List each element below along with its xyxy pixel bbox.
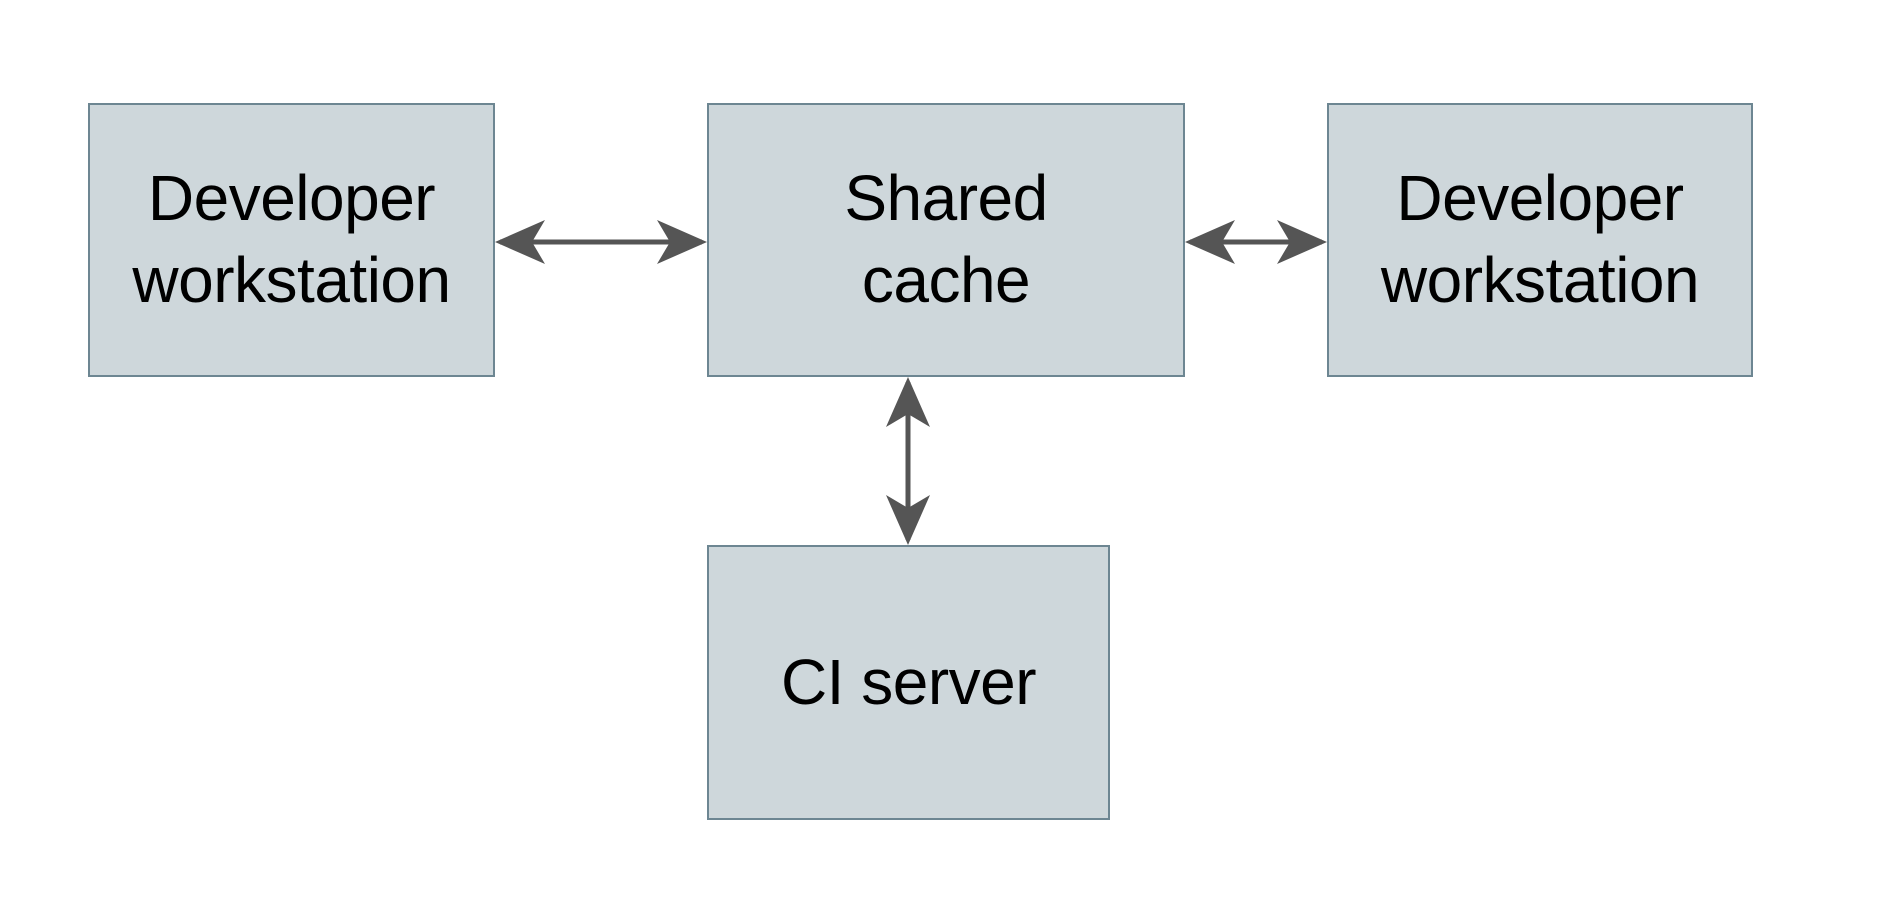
node-developer-workstation-left[interactable]: Developer workstation <box>88 103 495 377</box>
node-label-shared-cache: Shared cache <box>844 162 1048 316</box>
node-ci-server[interactable]: CI server <box>707 545 1110 820</box>
node-developer-workstation-right[interactable]: Developer workstation <box>1327 103 1753 377</box>
node-label-ci-server: CI server <box>780 645 1037 718</box>
node-label-developer-workstation-left: Developer workstation <box>132 162 451 316</box>
node-shared-cache[interactable]: Shared cache <box>707 103 1185 377</box>
node-label-developer-workstation-right: Developer workstation <box>1380 162 1700 316</box>
